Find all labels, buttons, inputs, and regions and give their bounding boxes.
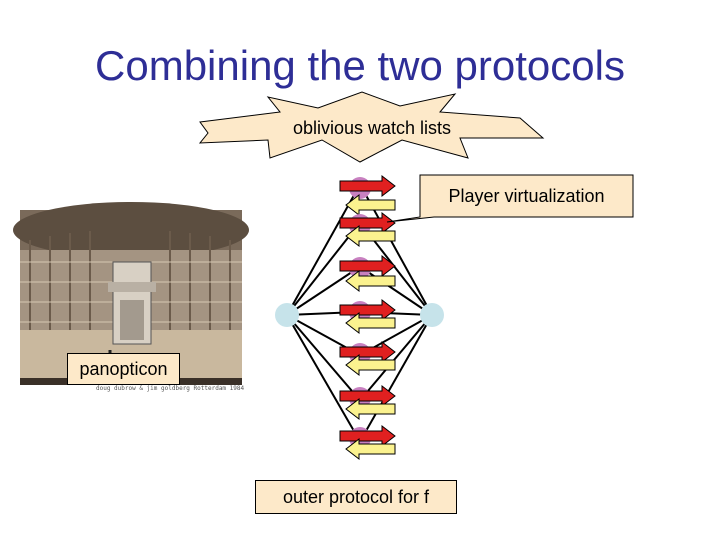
- left-node: [275, 303, 299, 327]
- player-node: [339, 424, 396, 461]
- player-node: [339, 211, 396, 248]
- player-node: [339, 384, 396, 421]
- player-virtualization-label: Player virtualization: [448, 185, 605, 206]
- oblivious-watch-lists-label: oblivious watch lists: [292, 118, 452, 138]
- oblivious-watch-lists-star: [198, 91, 545, 163]
- panopticon-label: panopticon: [67, 353, 180, 385]
- panopticon-photo: [13, 202, 249, 385]
- outer-protocol-label: outer protocol for f: [255, 480, 457, 514]
- photo-caption: doug dubrow & jim goldberg Rotterdam 198…: [96, 385, 245, 392]
- player-virtualization-callout: [386, 174, 634, 223]
- slide-title: Combining the two protocols: [95, 42, 625, 89]
- player-node: [339, 174, 396, 217]
- right-node: [420, 303, 444, 327]
- player-node: [339, 298, 396, 335]
- player-node: [339, 340, 396, 377]
- player-node: [339, 254, 396, 293]
